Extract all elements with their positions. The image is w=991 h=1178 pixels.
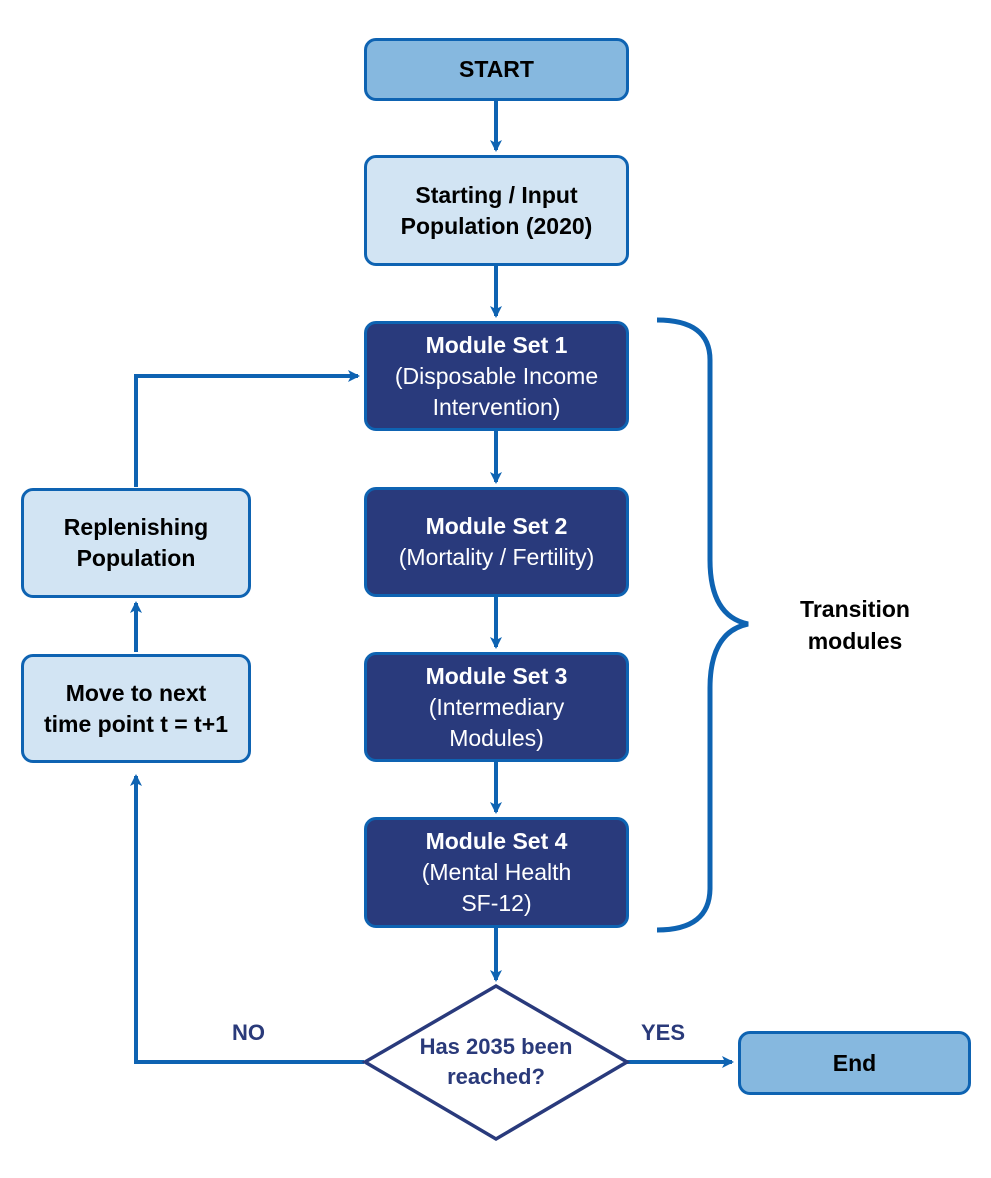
next-time-point-node: Move to next time point t = t+1	[21, 654, 251, 763]
module-set-1-line2: Intervention)	[432, 393, 561, 420]
module-set-1-title: Module Set 1	[425, 331, 568, 358]
module-set-4-node: Module Set 4 (Mental Health SF-12)	[364, 817, 629, 928]
transition-brace	[656, 317, 749, 933]
replenish-line1: Replenishing	[63, 514, 209, 540]
module-set-2-title: Module Set 2	[425, 513, 568, 539]
module-set-4-line2: SF-12)	[461, 890, 532, 916]
decision-line2: reached?	[447, 1064, 545, 1089]
replenish-line2: Population	[76, 545, 196, 571]
module-set-1-line1: (Disposable Income	[394, 362, 599, 389]
next-time-line2: time point t = t+1	[43, 710, 229, 737]
module-set-3-line1: (Intermediary	[428, 693, 565, 720]
next-time-line1: Move to next	[65, 679, 207, 706]
decision-line1: Has 2035 been	[419, 1034, 573, 1059]
module-set-4-line1: (Mental Health	[421, 859, 572, 885]
arrow-no-to-next-time	[130, 774, 364, 1064]
end-node: End	[738, 1031, 971, 1095]
arrow-replenish-to-module1	[134, 370, 360, 487]
input-population-line1: Starting / Input	[415, 181, 578, 208]
transition-modules-label: Transition modules	[770, 593, 940, 657]
module-set-2-node: Module Set 2 (Mortality / Fertility)	[364, 487, 629, 597]
yes-label: YES	[641, 1020, 686, 1045]
replenishing-population-node: Replenishing Population	[21, 488, 251, 598]
input-population-node: Starting / Input Population (2020)	[364, 155, 629, 266]
module-set-3-line2: Modules)	[449, 724, 544, 751]
decision-diamond	[361, 983, 631, 1142]
module-set-1-node: Module Set 1 (Disposable Income Interven…	[364, 321, 629, 431]
no-label: NO	[232, 1020, 265, 1045]
start-label: START	[459, 56, 534, 82]
module-set-2-line1: (Mortality / Fertility)	[398, 544, 595, 570]
brace-line1: Transition	[800, 596, 910, 622]
module-set-3-title: Module Set 3	[425, 662, 568, 689]
end-label: End	[832, 1049, 877, 1076]
module-set-3-node: Module Set 3 (Intermediary Modules)	[364, 652, 629, 762]
module-set-4-title: Module Set 4	[425, 828, 568, 854]
input-population-line2: Population (2020)	[400, 212, 593, 239]
brace-line2: modules	[807, 628, 903, 654]
start-node: START	[364, 38, 629, 101]
decision-label: Has 2035 been reached?	[380, 1032, 612, 1092]
